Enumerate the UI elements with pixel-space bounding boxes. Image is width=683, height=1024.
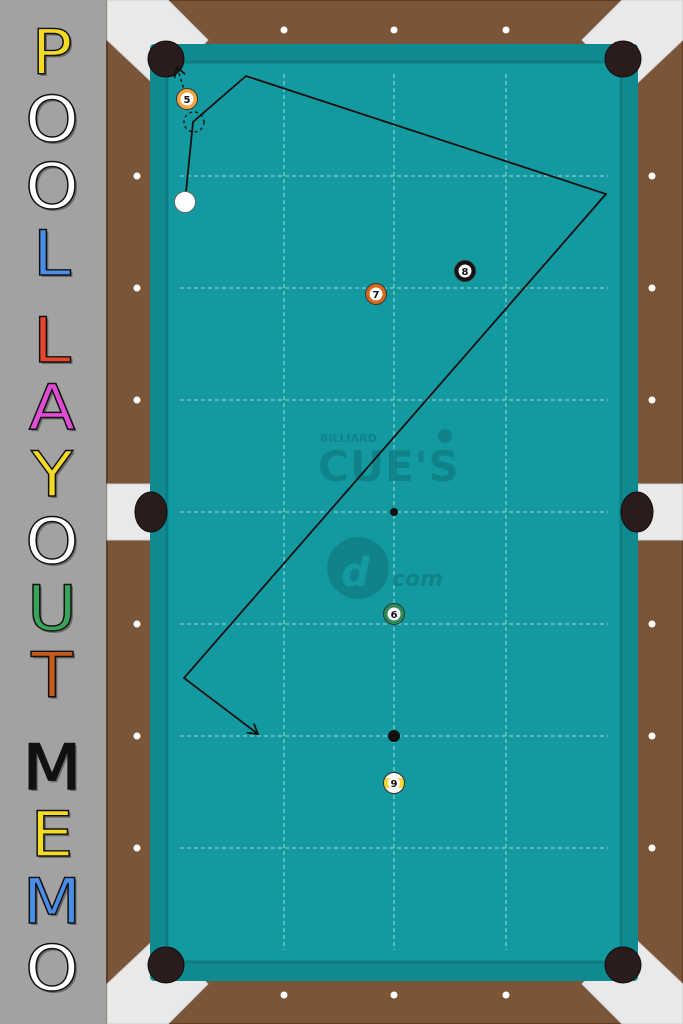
title-letter: O bbox=[24, 506, 79, 579]
ball-7-number: 7 bbox=[373, 290, 380, 301]
title-letter: O bbox=[24, 84, 79, 157]
title-letter: O bbox=[24, 151, 79, 224]
watermark-com: com bbox=[392, 567, 443, 592]
title-pool-layout-memo: P O O L L A Y O U T M E M O bbox=[0, 0, 107, 1024]
ball-7[interactable]: 7 bbox=[365, 283, 387, 305]
pocket-side-left bbox=[134, 491, 168, 533]
title-letter: M bbox=[22, 866, 82, 939]
pocket-top-left bbox=[147, 40, 185, 78]
watermark-logo: BILLIARD CUE'S d com bbox=[318, 429, 460, 599]
foot-spot bbox=[388, 730, 400, 742]
title-letter: L bbox=[32, 218, 71, 291]
pocket-bottom-right bbox=[604, 946, 642, 984]
ball-9-number: 9 bbox=[391, 779, 398, 790]
cue-ball[interactable] bbox=[174, 191, 196, 213]
title-letter: Y bbox=[30, 439, 73, 512]
ball-6-number: 6 bbox=[391, 610, 398, 621]
title-letter: T bbox=[30, 640, 73, 713]
center-spot bbox=[390, 508, 398, 516]
pocket-top-right bbox=[604, 40, 642, 78]
title-letter: L bbox=[32, 305, 71, 378]
ball-8[interactable]: 8 bbox=[454, 260, 476, 282]
title-letter: O bbox=[24, 933, 79, 1006]
watermark-billiard: BILLIARD bbox=[320, 432, 377, 445]
pocket-bottom-left bbox=[147, 946, 185, 984]
ball-5-number: 5 bbox=[184, 95, 191, 106]
ball-5[interactable]: 5 bbox=[176, 88, 198, 110]
title-letter: P bbox=[31, 17, 74, 90]
ball-9[interactable]: 9 bbox=[383, 772, 405, 794]
watermark-cue-icon bbox=[438, 429, 452, 443]
title-letter: M bbox=[22, 732, 82, 805]
watermark-d-icon bbox=[327, 537, 389, 599]
ghost-ball bbox=[183, 111, 205, 133]
title-letter: E bbox=[30, 799, 74, 872]
title-sidebar: P O O L L A Y O U T M E M O bbox=[0, 0, 107, 1024]
title-letter: A bbox=[28, 372, 76, 445]
title-letter: U bbox=[26, 573, 77, 646]
ball-8-number: 8 bbox=[462, 267, 469, 278]
ball-6[interactable]: 6 bbox=[383, 603, 405, 625]
cue-ball-path bbox=[182, 74, 608, 734]
rail-diamonds bbox=[133, 26, 656, 999]
pocket-side-right bbox=[620, 491, 654, 533]
watermark-cues: CUE'S bbox=[318, 442, 460, 491]
watermark-d-letter: d bbox=[341, 550, 370, 596]
